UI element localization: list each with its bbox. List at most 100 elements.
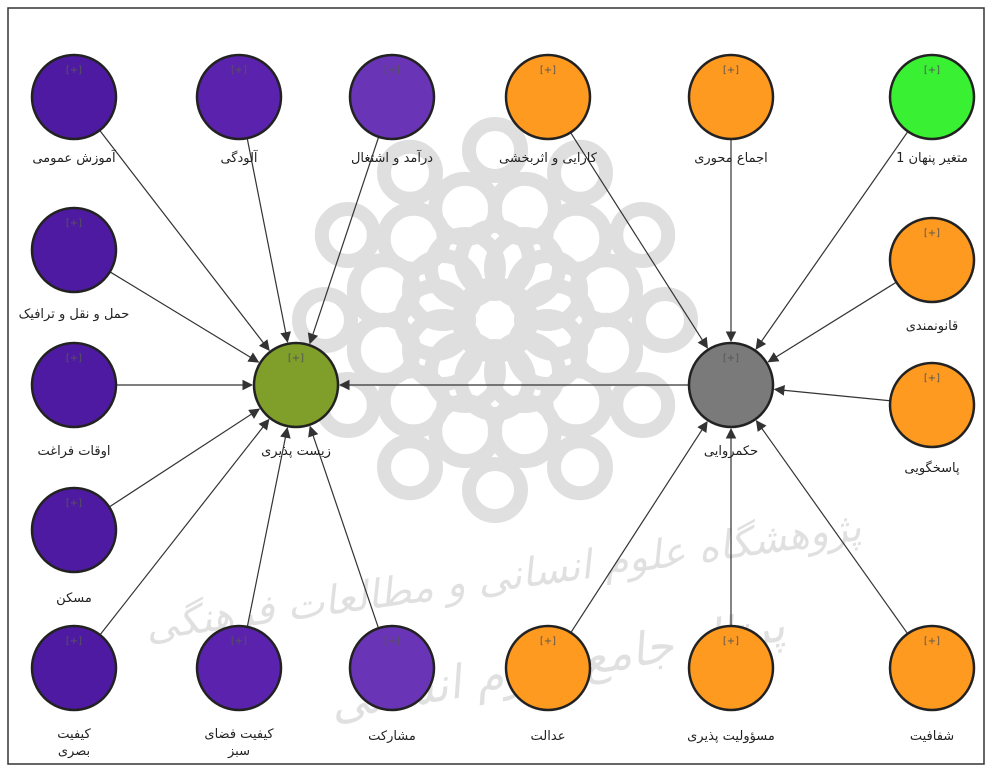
node-circle[interactable] (30, 624, 118, 712)
watermark-petal (314, 202, 381, 268)
node-circle[interactable] (348, 624, 436, 712)
edge-daramad-to-zistpaziri (307, 136, 380, 345)
watermark-petal (487, 171, 562, 246)
watermark-petal (514, 279, 596, 361)
watermark-petal (454, 339, 536, 421)
node-label: زیست پذیری (261, 444, 331, 459)
watermark-petal (394, 279, 476, 361)
expand-toggle-icon[interactable]: [+] (66, 353, 82, 364)
node-circle[interactable] (252, 341, 340, 429)
node-masooliat[interactable]: [+]مسؤولیت پذیری (687, 624, 775, 744)
node-label: حکمروایی (704, 444, 758, 459)
expand-toggle-icon[interactable]: [+] (924, 636, 940, 647)
node-maskan[interactable]: [+]مسکن (30, 486, 118, 606)
node-edalat[interactable]: [+] عدالت (504, 624, 592, 744)
watermark-petal (428, 171, 503, 246)
node-label: آموزش عمومی (32, 149, 117, 166)
expand-toggle-icon[interactable]: [+] (66, 636, 82, 647)
edge-haml-to-zistpaziri (109, 271, 260, 363)
watermark-petal (454, 219, 536, 301)
edge-pasokh-to-hokmravai (773, 384, 891, 402)
expand-toggle-icon[interactable]: [+] (924, 65, 940, 76)
expand-toggle-icon[interactable]: [+] (540, 65, 556, 76)
edge-mosharekat-to-zistpaziri (308, 425, 380, 629)
watermark-petal (569, 312, 644, 387)
expand-toggle-icon[interactable]: [+] (924, 373, 940, 384)
node-label: شفافیت (910, 729, 954, 744)
watermark-petal (424, 227, 506, 309)
expand-toggle-icon[interactable]: [+] (384, 65, 400, 76)
node-motaghayer[interactable]: [+] متغیر پنهان 1 (888, 53, 976, 166)
watermark-petal (462, 117, 528, 183)
node-circle[interactable] (687, 53, 775, 141)
node-circle[interactable] (30, 486, 118, 574)
node-label: عدالت (531, 729, 566, 744)
edge-keyfiyat_basari-to-zistpaziri (99, 418, 270, 636)
node-label: سبز (227, 744, 250, 759)
node-ejma[interactable]: [+]اجماع محوری (687, 53, 775, 166)
node-shafafiat[interactable]: [+] شفافیت (888, 624, 976, 744)
watermark-emblem (292, 117, 698, 523)
watermark-petal (506, 309, 588, 391)
expand-toggle-icon[interactable]: [+] (924, 228, 940, 239)
watermark-petal (539, 364, 614, 439)
node-circle[interactable] (30, 53, 118, 141)
node-circle[interactable] (687, 341, 775, 429)
edge-shafafiat-to-hokmravai (755, 420, 909, 635)
node-ghanoon[interactable]: [+] قانونمندی (888, 216, 976, 334)
expand-toggle-icon[interactable]: [+] (384, 636, 400, 647)
node-label: متغیر پنهان 1 (896, 151, 968, 166)
node-circle[interactable] (504, 53, 592, 141)
expand-toggle-icon[interactable]: [+] (66, 65, 82, 76)
expand-toggle-icon[interactable]: [+] (723, 65, 739, 76)
expand-toggle-icon[interactable]: [+] (231, 65, 247, 76)
watermark-petal (376, 201, 451, 276)
expand-toggle-icon[interactable]: [+] (66, 218, 82, 229)
node-amuzesh[interactable]: [+] آموزش عمومی (30, 53, 118, 166)
watermark-petal (484, 331, 566, 413)
node-daramad[interactable]: [+] درآمد و اشتغال (348, 53, 436, 166)
expand-toggle-icon[interactable]: [+] (231, 636, 247, 647)
node-label: پاسخگویی (904, 460, 960, 476)
node-hokmravai[interactable]: [+] حکمروایی (687, 341, 775, 459)
expand-toggle-icon[interactable]: [+] (723, 353, 739, 364)
node-label: درآمد و اشتغال (351, 149, 433, 166)
expand-toggle-icon[interactable]: [+] (723, 636, 739, 647)
node-zistpaziri[interactable]: [+] زیست پذیری (252, 341, 340, 459)
watermark-petal (506, 249, 588, 331)
watermark-petal (609, 202, 676, 268)
node-oghat[interactable]: [+]اوقات فراغت (30, 341, 118, 459)
node-circle[interactable] (888, 216, 976, 304)
node-circle[interactable] (195, 624, 283, 712)
node-mosharekat[interactable]: [+]مشارکت (348, 624, 436, 744)
edge-keyfiyat_sabz-to-zistpaziri (246, 427, 291, 627)
node-haml[interactable]: [+] حمل و نقل و ترافیک (19, 206, 130, 322)
node-pasokh[interactable]: [+] پاسخگویی (888, 361, 976, 476)
watermark-petal (547, 434, 613, 501)
node-circle[interactable] (504, 624, 592, 712)
node-circle[interactable] (30, 341, 118, 429)
node-label: حمل و نقل و ترافیک (19, 307, 130, 322)
node-circle[interactable] (687, 624, 775, 712)
edges-layer (99, 129, 909, 636)
node-aludegi[interactable]: [+]آلودگی (195, 53, 283, 166)
edge-edalat-to-hokmravai (570, 420, 708, 634)
watermark-petal (292, 287, 358, 353)
expand-toggle-icon[interactable]: [+] (66, 498, 82, 509)
node-label: قانونمندی (906, 319, 959, 334)
node-circle[interactable] (348, 53, 436, 141)
node-circle[interactable] (30, 206, 118, 294)
expand-toggle-icon[interactable]: [+] (540, 636, 556, 647)
diagram-frame (7, 7, 985, 765)
node-circle[interactable] (888, 53, 976, 141)
node-circle[interactable] (888, 624, 976, 712)
node-circle[interactable] (888, 361, 976, 449)
node-karaei[interactable]: [+]کارایی و اثربخشی (499, 53, 598, 166)
node-circle[interactable] (195, 53, 283, 141)
edge-maskan-to-zistpaziri (108, 408, 261, 508)
edge-aludegi-to-zistpaziri (246, 138, 291, 343)
expand-toggle-icon[interactable]: [+] (288, 353, 304, 364)
